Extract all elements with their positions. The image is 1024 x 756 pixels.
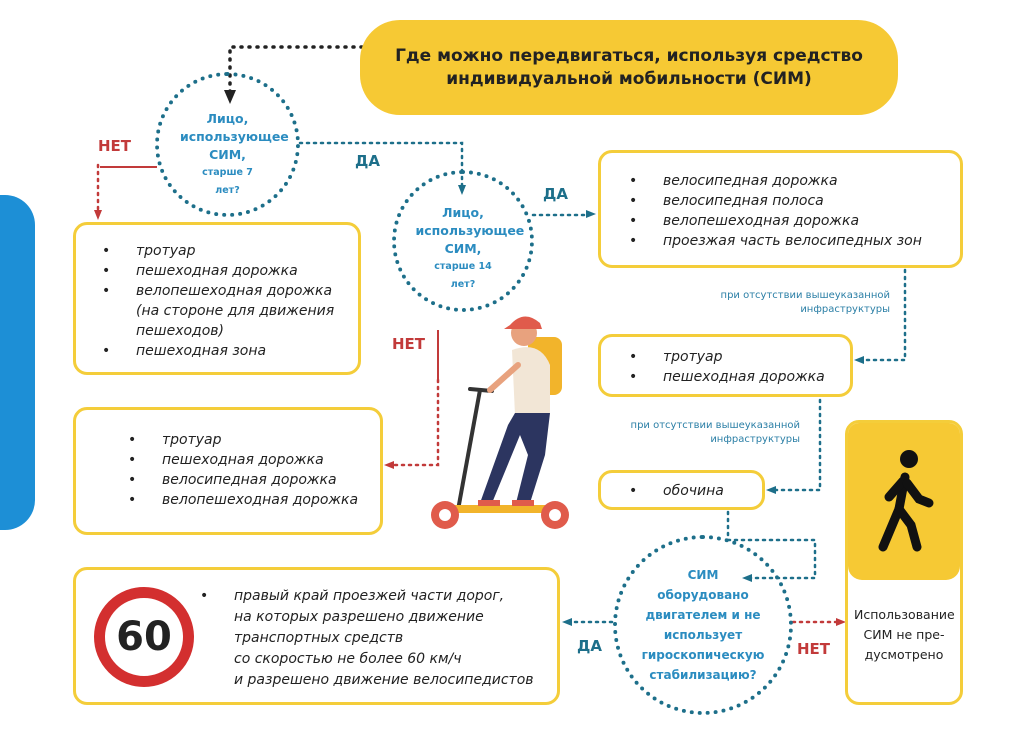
list-item: пешеходная дорожка [625, 367, 850, 387]
scooter-rider-illustration [431, 316, 569, 529]
not-allowed-text: Использование СИМ не пре-дусмотрено [854, 607, 955, 662]
note-fallback-1: при отсутствии вышеуказанной инфраструкт… [720, 290, 890, 315]
pedestrian-panel [848, 423, 960, 580]
page-title: Где можно передвигаться, используя средс… [360, 20, 898, 115]
question-age-14: Лицо, использующее СИМ, старше 14 лет? [392, 170, 534, 312]
list-item: велосипедная дорожка [625, 171, 960, 191]
connector-fallback1-fallback2 [772, 398, 822, 492]
connector-q2-no [390, 378, 440, 467]
list-item: пешеходная зона [98, 341, 358, 361]
rider [478, 316, 562, 506]
connector-fallback2-q3 [726, 510, 817, 580]
connector-box3-fallback1 [860, 268, 907, 362]
list-item: тротуар [625, 347, 850, 367]
list-item: велопешеходная дорожка [625, 211, 960, 231]
list-item: велосипедная полоса [625, 191, 960, 211]
box-fallback-1: тротуар пешеходная дорожка [598, 334, 853, 397]
list-item: тротуар [124, 430, 380, 450]
label-no-age14: НЕТ [392, 335, 426, 353]
list-item: и разрешено движение велосипедистов [234, 672, 534, 688]
list-item: обочина [625, 481, 762, 501]
question-small-text: старше 14 лет? [434, 261, 492, 290]
side-accent-bar [0, 195, 35, 530]
list-item: проезжая часть велосипедных зон [625, 231, 960, 251]
list-item: велосипедная дорожка [124, 470, 380, 490]
question-text: Лицо, использующее СИМ, [415, 205, 525, 256]
box-7-to-14: тротуар пешеходная дорожка велосипедная … [73, 407, 383, 535]
note-fallback-2: при отсутствии вышеуказанной инфраструкт… [630, 420, 800, 445]
list-item: со скоростью не более 60 км/ч [234, 651, 462, 667]
box-not-allowed: Использование СИМ не пре-дусмотрено [845, 420, 963, 705]
box-under-7: тротуар пешеходная дорожка велопешеходна… [73, 222, 361, 375]
list-item: на которых разрешено движение [234, 609, 484, 625]
box-fallback-2: обочина [598, 470, 765, 510]
label-no-age7: НЕТ [98, 137, 132, 155]
list-item: транспортных средств [234, 630, 404, 646]
label-yes-age7: ДА [355, 152, 380, 170]
question-motor: СИМ оборудовано двигателем и не использу… [613, 535, 793, 715]
speed-limit-sign: 60 [94, 587, 194, 687]
label-yes-motor: ДА [577, 637, 602, 655]
scooter [431, 387, 569, 529]
list-item: пешеходная дорожка [98, 261, 358, 281]
pedestrian-icon [878, 449, 934, 551]
question-age-7: Лицо, использующее СИМ, старше 7 лет? [155, 72, 300, 217]
question-small-text: старше 7 лет? [202, 166, 253, 196]
label-no-motor: НЕТ [797, 640, 831, 658]
list-item: правый край проезжей части дорог, [196, 586, 534, 607]
list-item: (на стороне для движения пешеходов) [136, 303, 335, 339]
label-yes-age14: ДА [543, 185, 568, 203]
list-item: пешеходная дорожка [124, 450, 380, 470]
box-road: 60 правый край проезжей части дорог, на … [73, 567, 560, 705]
list-item: велопешеходная дорожка [124, 490, 380, 510]
list-item: тротуар [98, 241, 358, 261]
list-item: велопешеходная дорожка [98, 281, 358, 301]
question-text: Лицо, использующее СИМ, [180, 110, 289, 162]
box-over-14: велосипедная дорожка велосипедная полоса… [598, 150, 963, 268]
question-text: СИМ оборудовано двигателем и не использу… [641, 568, 765, 682]
